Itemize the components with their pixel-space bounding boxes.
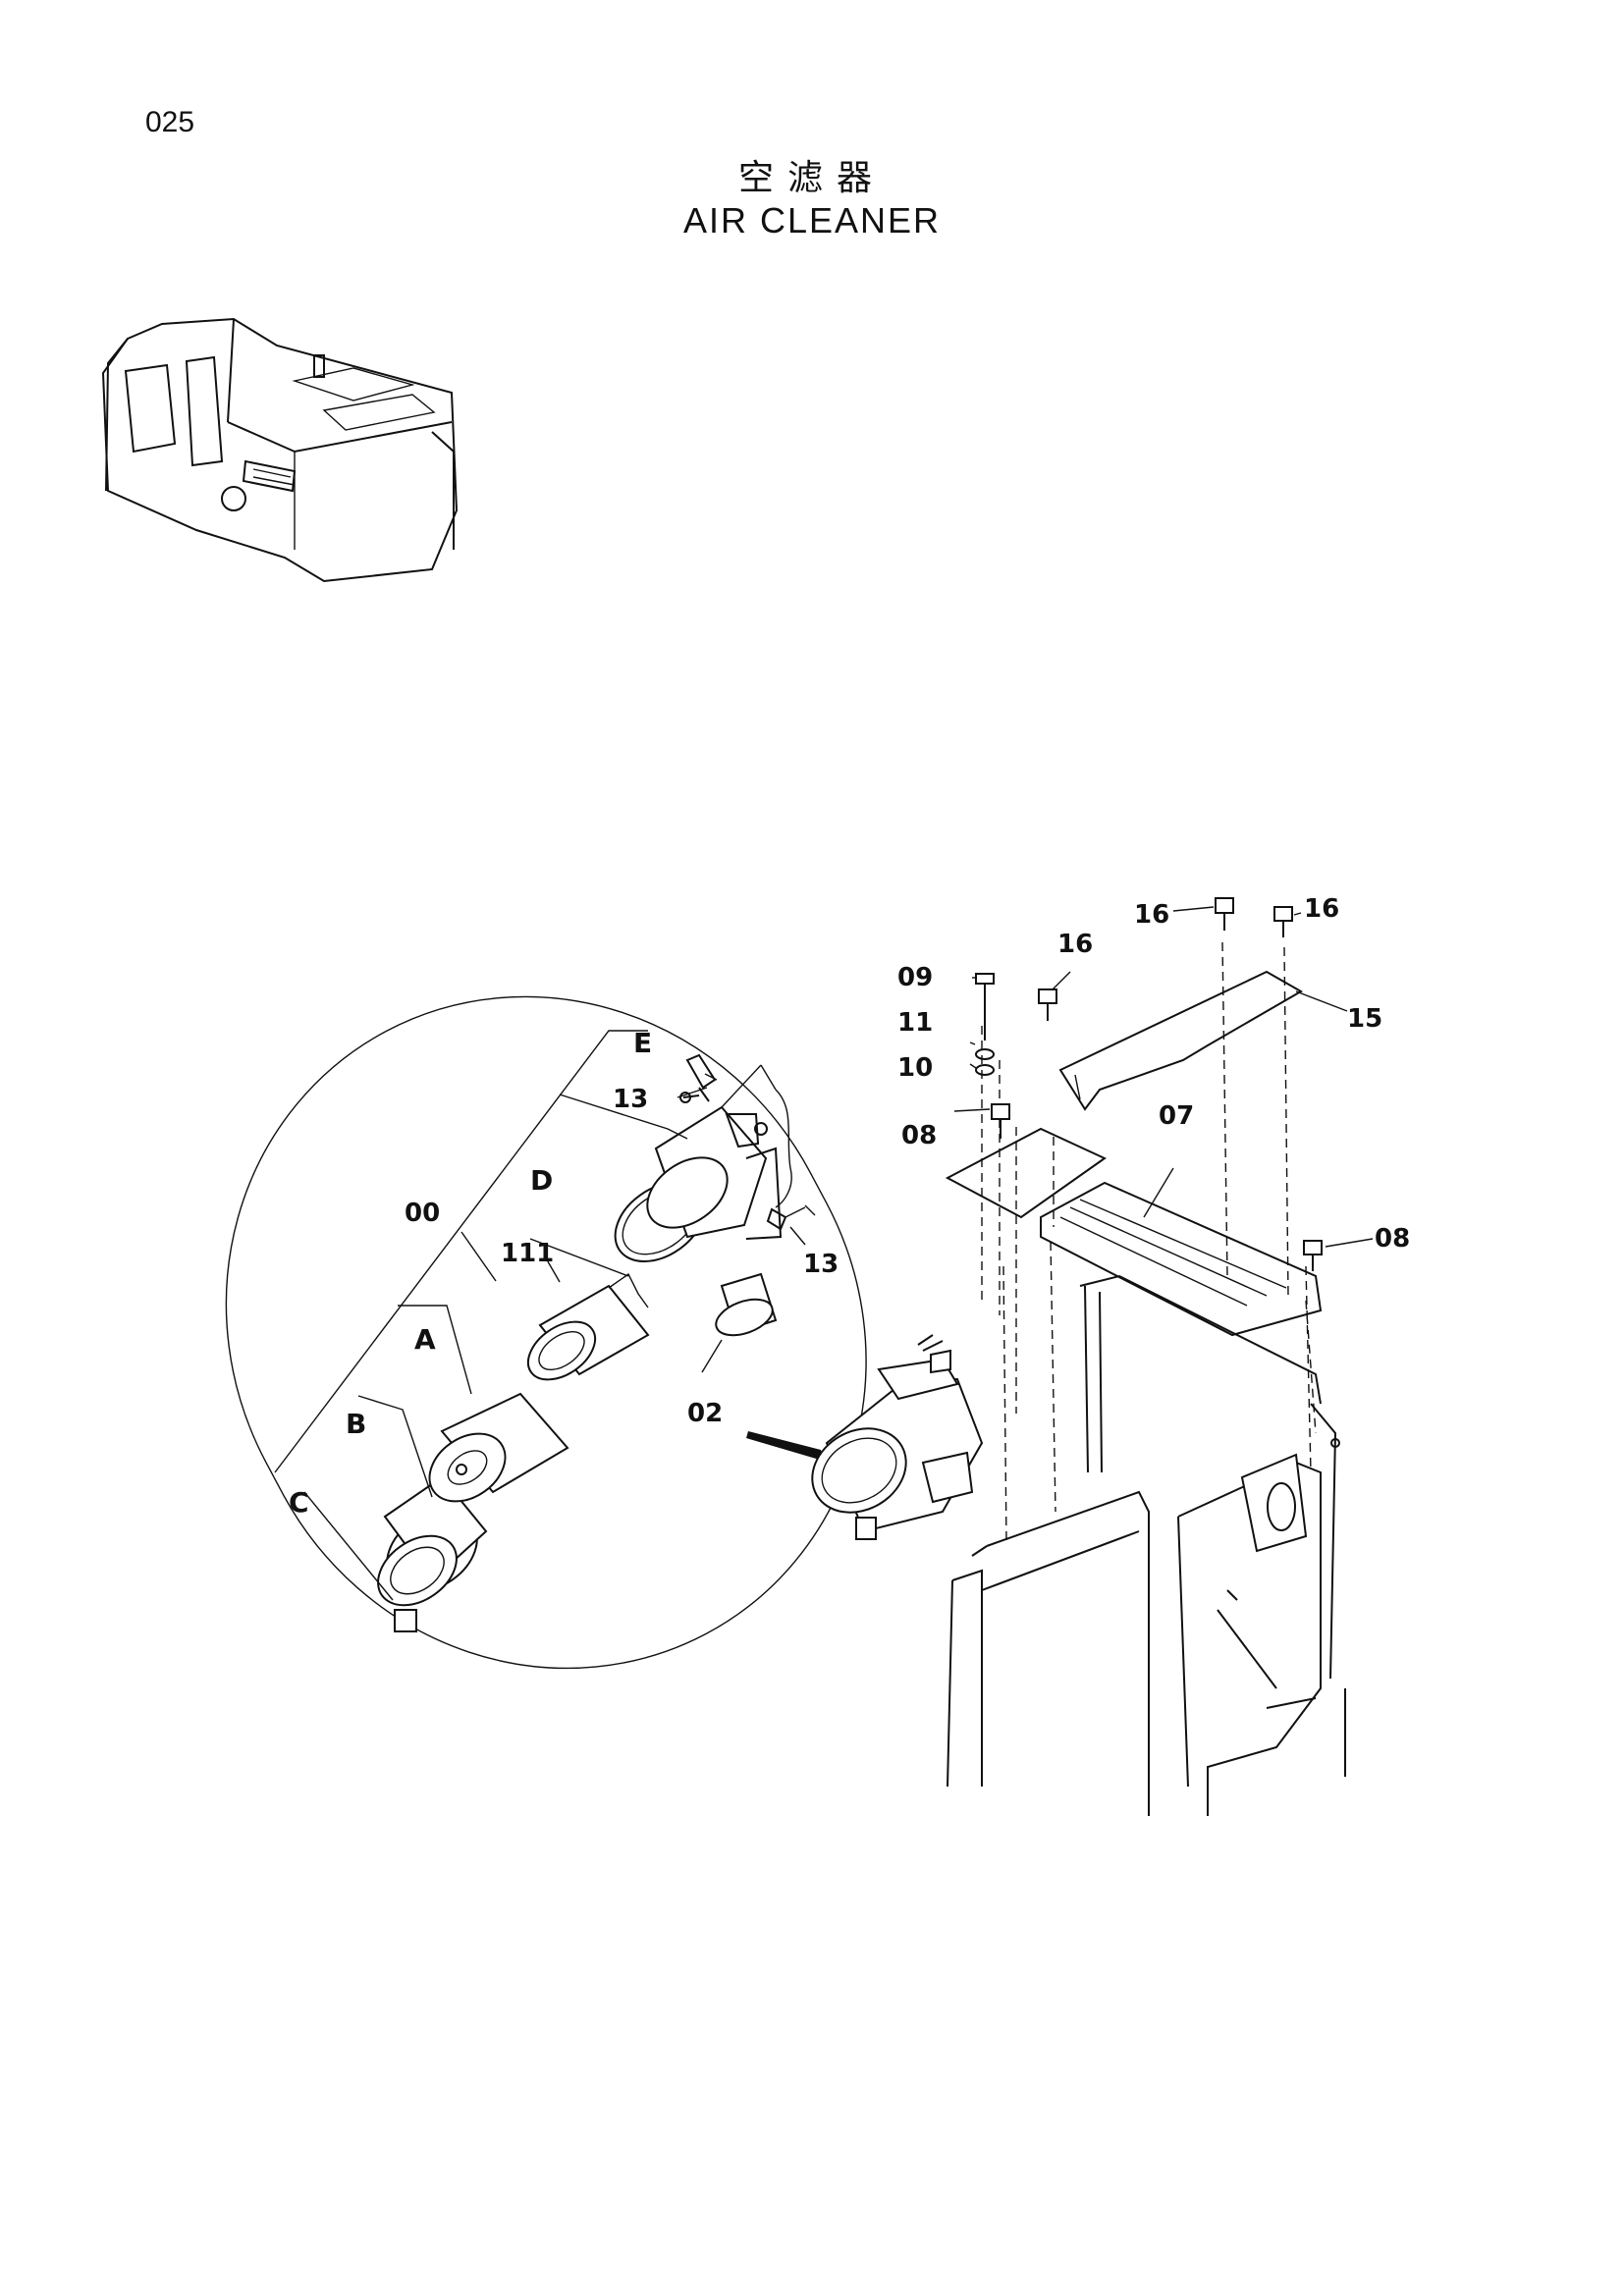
callout-111: 111 — [501, 1239, 554, 1268]
air-cleaner-exploded-view — [377, 1053, 816, 1632]
callout-08b: 08 — [1375, 1224, 1410, 1254]
callout-11: 11 — [897, 1008, 933, 1038]
callout-07: 07 — [1159, 1101, 1194, 1131]
callout-D: D — [530, 1164, 553, 1197]
callout-13a: 13 — [613, 1085, 648, 1114]
callout-00: 00 — [405, 1199, 440, 1228]
callout-labels: 09 11 10 08 16 16 16 15 07 08 13 13 02 1… — [289, 894, 1410, 1519]
mounting-frame — [945, 970, 1346, 1816]
page-number: 025 — [145, 106, 195, 138]
callout-B: B — [346, 1408, 366, 1440]
title-english: AIR CLEANER — [682, 200, 942, 240]
callout-E: E — [633, 1027, 652, 1059]
callout-A: A — [414, 1323, 436, 1356]
title-chinese: 空滤器 — [737, 158, 886, 198]
callout-15: 15 — [1347, 1004, 1382, 1034]
air-cleaner-assembly-icon — [811, 1334, 984, 1540]
callout-08a: 08 — [901, 1121, 937, 1150]
callout-16a: 16 — [1057, 930, 1093, 959]
callout-09: 09 — [897, 963, 933, 992]
excavator-locator-icon — [101, 317, 459, 583]
callout-13b: 13 — [803, 1250, 839, 1279]
callout-02: 02 — [687, 1399, 723, 1428]
callout-16b: 16 — [1134, 900, 1169, 930]
callout-C: C — [289, 1486, 309, 1519]
callout-16c: 16 — [1304, 894, 1339, 924]
callout-10: 10 — [897, 1053, 933, 1083]
